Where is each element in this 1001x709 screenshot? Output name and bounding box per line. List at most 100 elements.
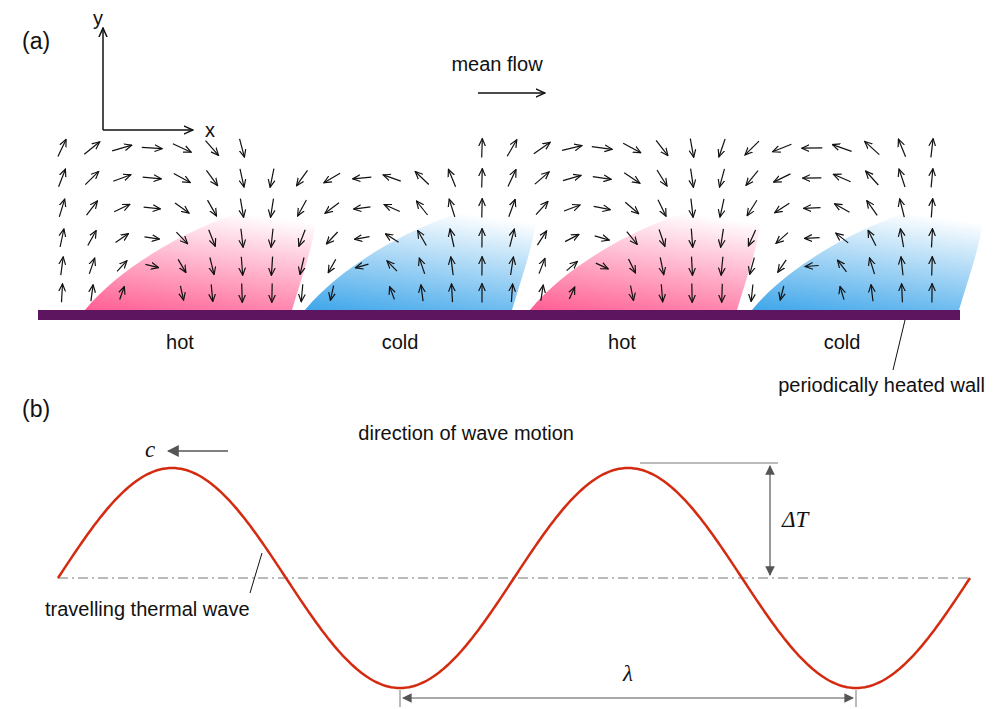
velocity-arrow bbox=[59, 169, 66, 187]
wave-direction-arrow bbox=[168, 450, 228, 452]
velocity-arrow bbox=[775, 203, 790, 212]
label: hot bbox=[166, 332, 194, 352]
velocity-arrow bbox=[508, 170, 516, 187]
velocity-arrow bbox=[594, 206, 611, 209]
velocity-arrow bbox=[562, 146, 582, 151]
velocity-arrow bbox=[867, 201, 877, 216]
velocity-arrow bbox=[60, 229, 64, 247]
velocity-arrow bbox=[176, 232, 187, 244]
velocity-arrow bbox=[539, 258, 545, 273]
velocity-arrow bbox=[481, 139, 483, 158]
velocity-arrow bbox=[355, 237, 370, 240]
velocity-arrow bbox=[836, 233, 848, 243]
velocity-arrow bbox=[509, 199, 515, 216]
velocity-arrow bbox=[832, 145, 851, 152]
cold-plume bbox=[752, 200, 982, 310]
wavelength-dimension bbox=[403, 697, 853, 698]
velocity-arrow bbox=[270, 169, 274, 188]
amplitude-dimension bbox=[769, 466, 770, 575]
velocity-arrow bbox=[774, 174, 791, 182]
velocity-arrow bbox=[593, 177, 611, 180]
velocity-arrow bbox=[451, 257, 453, 275]
mean-flow-arrow bbox=[478, 92, 545, 94]
velocity-arrow bbox=[112, 145, 132, 151]
velocity-arrow bbox=[354, 207, 371, 209]
velocity-arrow bbox=[59, 199, 64, 217]
velocity-arrow bbox=[415, 172, 429, 185]
velocity-arrow bbox=[657, 170, 667, 186]
velocity-arrow bbox=[174, 173, 190, 182]
velocity-arrow bbox=[900, 229, 903, 247]
velocity-arrow bbox=[481, 169, 483, 188]
label: periodically heated wall bbox=[778, 375, 985, 395]
velocity-arrow bbox=[481, 199, 483, 218]
label: travelling thermal wave bbox=[45, 599, 250, 619]
velocity-arrow bbox=[751, 285, 753, 302]
velocity-arrow bbox=[720, 199, 724, 217]
velocity-arrow bbox=[324, 173, 340, 182]
velocity-arrow bbox=[241, 229, 243, 248]
velocity-arrow bbox=[210, 258, 214, 275]
velocity-arrow bbox=[507, 140, 517, 157]
velocity-arrow bbox=[142, 147, 162, 148]
velocity-arrow bbox=[541, 285, 543, 301]
velocity-arrow bbox=[595, 236, 610, 240]
velocity-arrow bbox=[330, 286, 333, 301]
velocity-arrow bbox=[211, 284, 213, 301]
label: c bbox=[145, 438, 155, 461]
velocity-arrow bbox=[144, 207, 161, 209]
velocity-arrow bbox=[271, 284, 273, 303]
velocity-arrow bbox=[868, 230, 876, 246]
label: ΔT bbox=[782, 508, 808, 531]
hot-plume bbox=[530, 200, 760, 310]
velocity-arrow bbox=[833, 174, 850, 181]
velocity-arrow bbox=[175, 203, 189, 213]
velocity-arrow bbox=[631, 286, 634, 301]
velocity-arrow bbox=[419, 258, 424, 274]
velocity-arrow bbox=[932, 229, 933, 248]
velocity-arrow bbox=[390, 287, 395, 300]
velocity-arrow bbox=[625, 202, 638, 213]
velocity-arrow bbox=[178, 259, 186, 272]
velocity-arrow bbox=[802, 147, 823, 149]
velocity-arrow bbox=[61, 257, 63, 275]
velocity-arrow bbox=[383, 175, 401, 181]
velocity-arrows bbox=[58, 139, 933, 303]
velocity-arrow bbox=[901, 284, 903, 302]
velocity-arrow bbox=[481, 257, 482, 276]
leader-line bbox=[893, 320, 905, 370]
velocity-arrow bbox=[88, 231, 96, 246]
velocity-arrow bbox=[537, 231, 546, 245]
velocity-arrow bbox=[298, 200, 307, 216]
velocity-arrow bbox=[692, 257, 693, 276]
velocity-arrow bbox=[241, 284, 243, 303]
velocity-arrow bbox=[773, 144, 792, 152]
leader-line bbox=[250, 553, 262, 593]
velocity-arrow bbox=[720, 169, 725, 187]
velocity-arrow bbox=[113, 175, 131, 181]
velocity-arrow bbox=[627, 232, 637, 245]
velocity-arrow bbox=[120, 287, 125, 300]
velocity-arrow bbox=[750, 258, 755, 275]
velocity-arrow bbox=[691, 284, 693, 303]
velocity-arrow bbox=[325, 203, 339, 214]
velocity-arrow bbox=[778, 260, 786, 272]
velocity-arrow bbox=[719, 139, 725, 157]
velocity-arrow bbox=[353, 177, 372, 179]
velocity-arrow bbox=[835, 204, 850, 212]
velocity-arrow bbox=[805, 266, 818, 267]
extension-line bbox=[856, 690, 857, 707]
velocity-arrow bbox=[87, 201, 98, 215]
velocity-arrow bbox=[565, 234, 579, 241]
velocity-arrow bbox=[297, 170, 308, 185]
velocity-arrow bbox=[691, 169, 694, 188]
velocity-arrow bbox=[116, 234, 129, 243]
velocity-arrow bbox=[661, 284, 662, 302]
velocity-arrow bbox=[299, 230, 305, 247]
velocity-arrow bbox=[804, 237, 819, 239]
velocity-arrow bbox=[690, 139, 693, 158]
velocity-arrow bbox=[240, 169, 244, 187]
label: cold bbox=[824, 332, 861, 352]
velocity-arrow bbox=[241, 257, 242, 276]
extension-line bbox=[640, 463, 778, 464]
